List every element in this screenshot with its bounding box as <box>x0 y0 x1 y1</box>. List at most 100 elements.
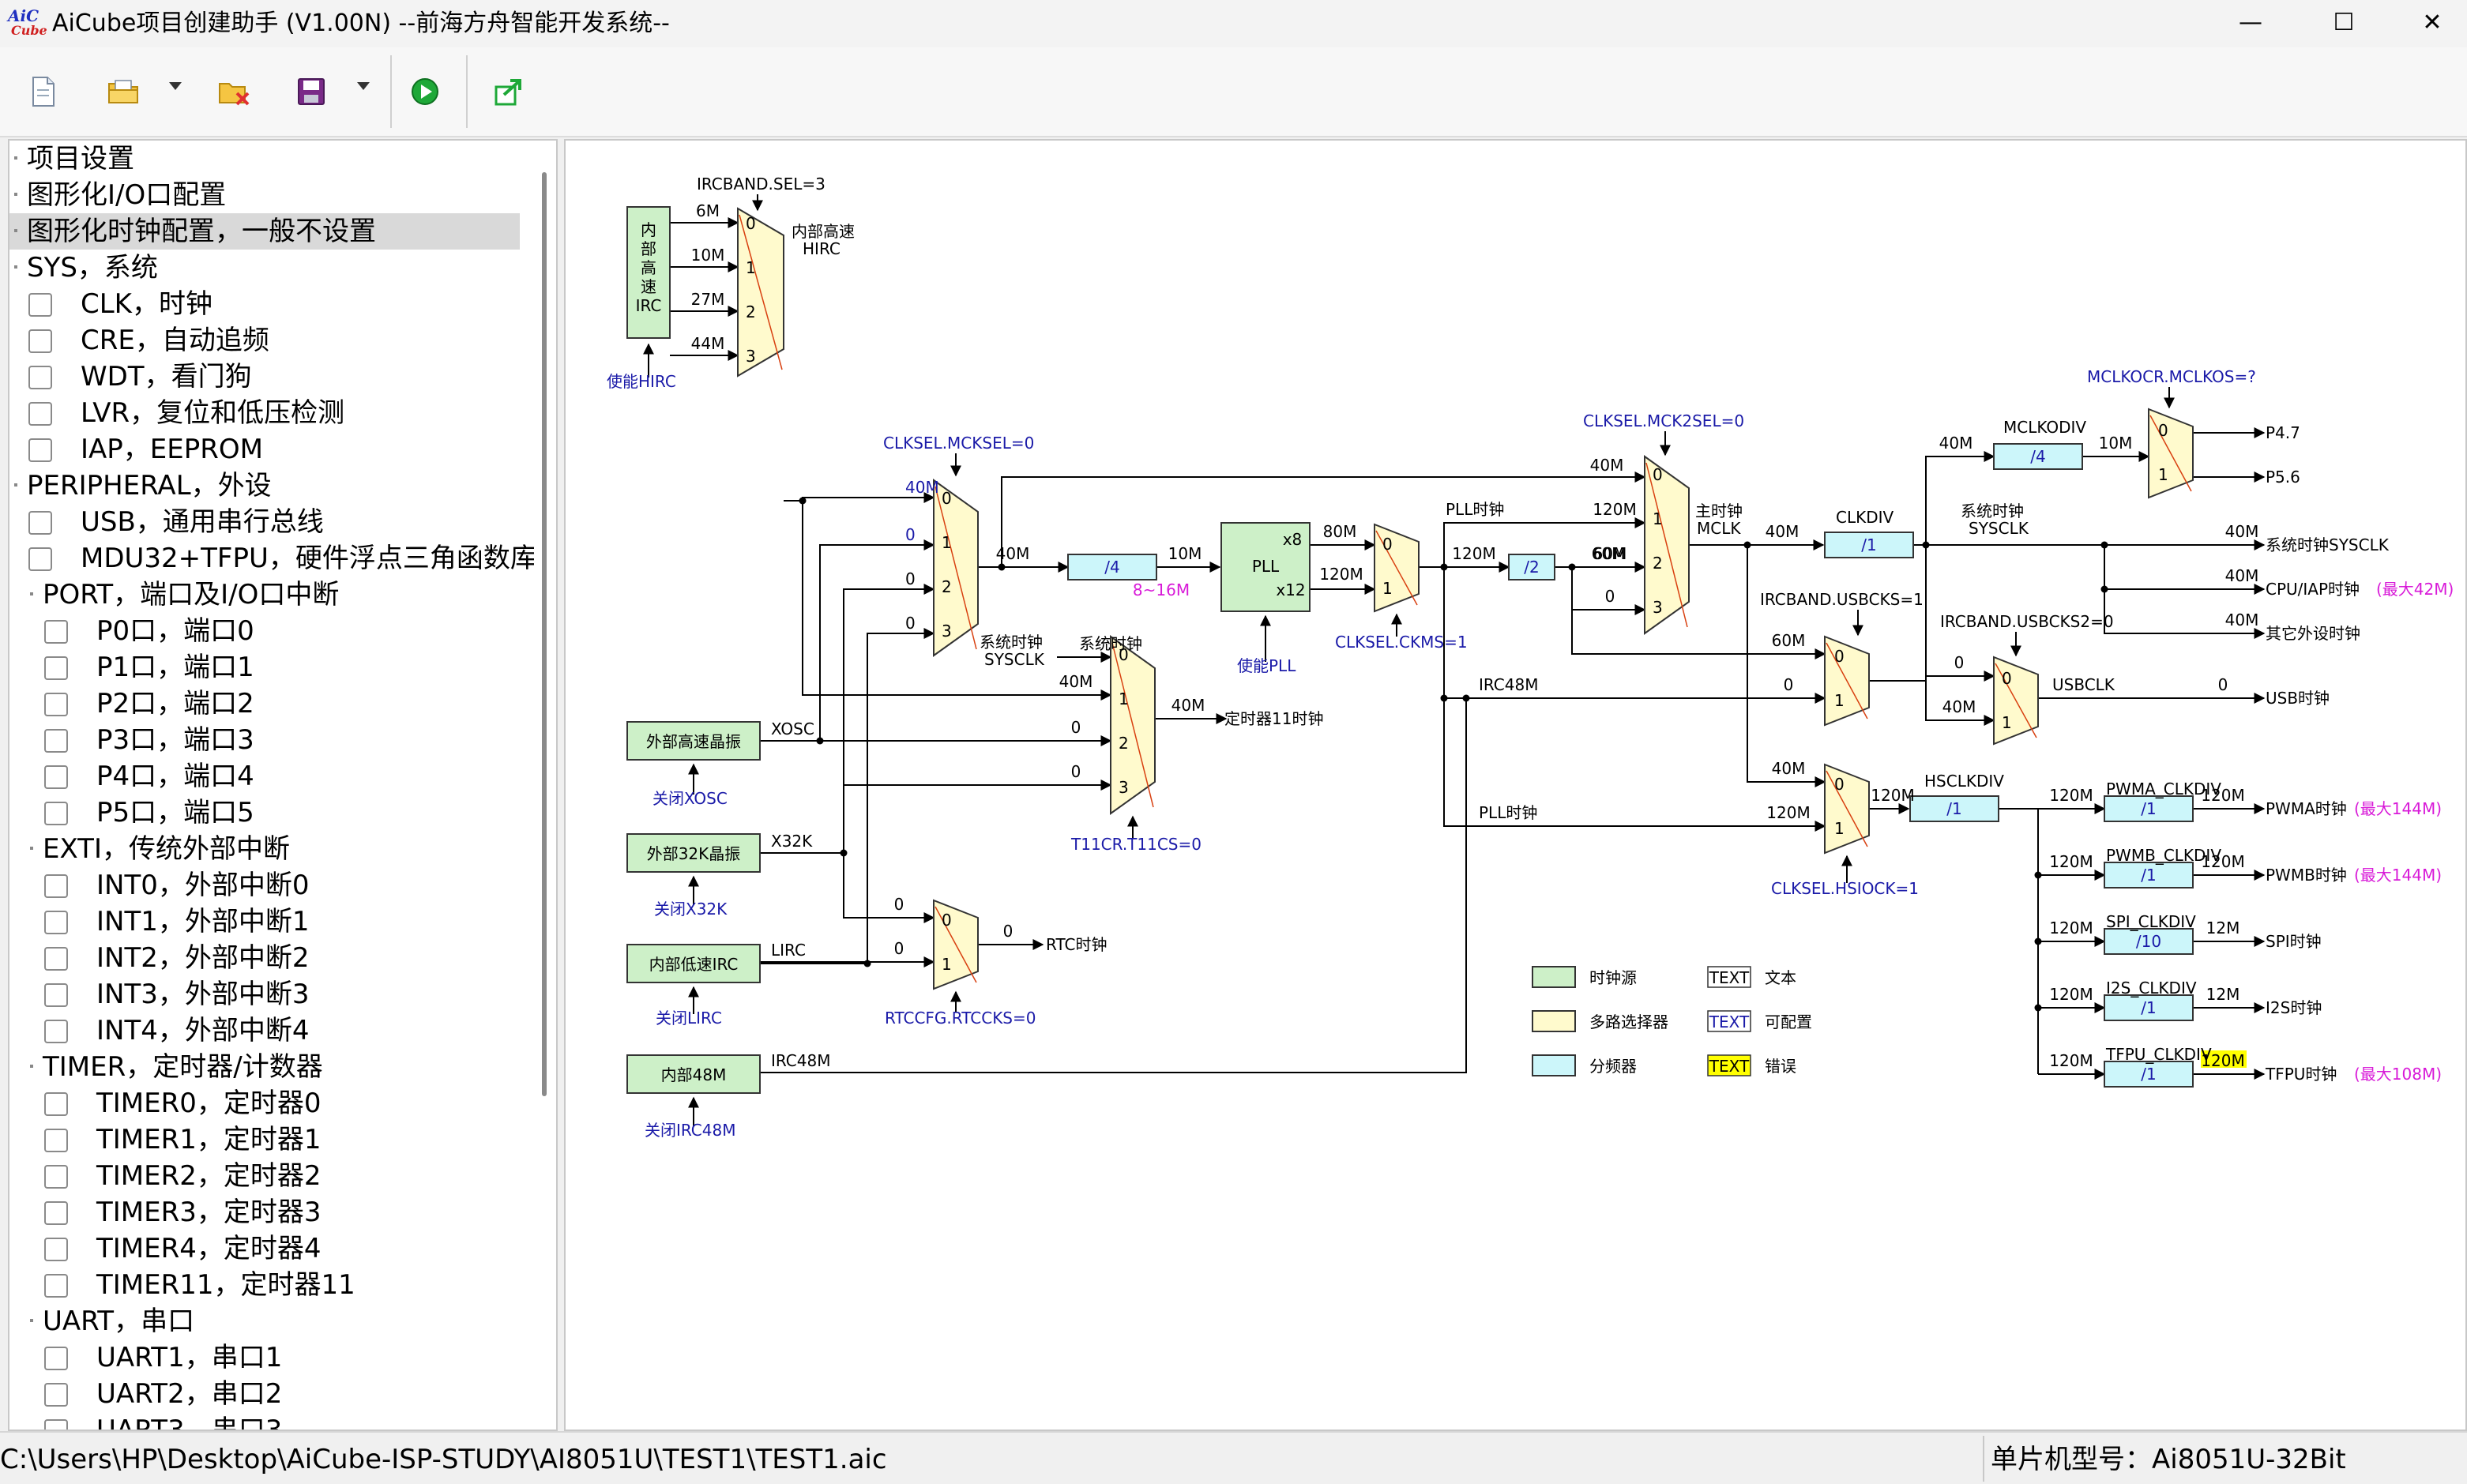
tree-item[interactable]: IAP，EEPROM <box>9 431 520 468</box>
tree-item-checkbox[interactable] <box>44 802 68 825</box>
t11-in-label: 40M <box>1059 672 1093 691</box>
open-folder-icon[interactable] <box>106 74 141 109</box>
tree-item[interactable]: TIMER，定时器/计数器 <box>9 1049 520 1085</box>
tree-item[interactable]: 项目设置 <box>9 141 520 177</box>
tree-item-checkbox[interactable] <box>28 293 52 317</box>
tree-item[interactable]: TIMER11，定时器11 <box>9 1267 520 1303</box>
tree-item-checkbox[interactable] <box>44 656 68 680</box>
peripheral-divider <box>2104 1061 2194 1088</box>
tree-item-checkbox[interactable] <box>28 402 52 426</box>
tree-item[interactable]: CRE，自动追频 <box>9 322 520 359</box>
tree-item-checkbox[interactable] <box>44 729 68 753</box>
tree-expander-icon[interactable] <box>14 193 17 196</box>
t11cs-label: T11CR.T11CS=0 <box>1070 835 1202 854</box>
tree-expander-icon[interactable] <box>30 847 33 850</box>
tree-item[interactable]: TIMER3，定时器3 <box>9 1194 520 1230</box>
open-dropdown-arrow[interactable] <box>169 82 182 90</box>
close-project-icon[interactable] <box>216 74 251 109</box>
legend-mux-label: 多路选择器 <box>1589 1013 1668 1031</box>
run-icon[interactable] <box>408 74 442 109</box>
tree-item[interactable]: UART2，串口2 <box>9 1376 520 1412</box>
tree-item-checkbox[interactable] <box>44 1020 68 1043</box>
tree-item-checkbox[interactable] <box>44 874 68 898</box>
tree-item[interactable]: PERIPHERAL，外设 <box>9 468 520 504</box>
legend-config-sample: TEXT <box>1709 1013 1750 1031</box>
tree-item[interactable]: P4口，端口4 <box>9 758 520 795</box>
tree-item[interactable]: SYS，系统 <box>9 250 520 286</box>
tree-item-checkbox[interactable] <box>44 1347 68 1370</box>
tree-expander-icon[interactable] <box>30 1065 33 1068</box>
tree-item-checkbox[interactable] <box>44 1129 68 1152</box>
tree-item[interactable]: TIMER2，定时器2 <box>9 1158 520 1194</box>
maximize-button[interactable]: ☐ <box>2333 8 2355 36</box>
hirc-source-label: 内 <box>641 220 656 239</box>
wire <box>1443 517 1646 567</box>
tree-item-checkbox[interactable] <box>44 765 68 789</box>
tree-item-checkbox[interactable] <box>44 1092 68 1116</box>
tree-item[interactable]: UART，串口 <box>9 1303 520 1339</box>
xosc-source <box>626 721 761 761</box>
tree-item[interactable]: PORT，端口及I/O口中断 <box>9 577 520 613</box>
tree-item[interactable]: LVR，复位和低压检测 <box>9 395 520 431</box>
tree-item-checkbox[interactable] <box>44 693 68 716</box>
tree-item-checkbox[interactable] <box>28 547 52 571</box>
tree-item[interactable]: UART1，串口1 <box>9 1339 520 1376</box>
tree-item[interactable]: P2口，端口2 <box>9 686 520 722</box>
tree-item[interactable]: CLK，时钟 <box>9 286 520 322</box>
tree-item[interactable]: 图形化I/O口配置 <box>9 177 520 213</box>
tree-item[interactable]: P0口，端口0 <box>9 613 520 649</box>
wire <box>760 539 935 742</box>
tree-scrollbar-thumb[interactable] <box>542 172 547 1096</box>
tree-item-checkbox[interactable] <box>44 1165 68 1189</box>
tree-item[interactable]: P5口，端口5 <box>9 795 520 831</box>
new-file-icon[interactable] <box>25 74 60 109</box>
tree-item-checkbox[interactable] <box>44 947 68 971</box>
tree-expander-icon[interactable] <box>14 483 17 487</box>
close-button[interactable]: ✕ <box>2422 8 2443 36</box>
wire <box>1925 545 1995 726</box>
tree-item-checkbox[interactable] <box>28 438 52 462</box>
divider-in-label: 120M <box>2049 1051 2093 1070</box>
tree-item-checkbox[interactable] <box>44 911 68 934</box>
t11-out-value: 40M <box>1171 696 1205 715</box>
tree-item[interactable]: INT4，外部中断4 <box>9 1013 520 1049</box>
tree-item[interactable]: INT2，外部中断2 <box>9 940 520 976</box>
tree-item[interactable]: P3口，端口3 <box>9 722 520 758</box>
tree-item[interactable]: 图形化时钟配置，一般不设置 <box>9 213 520 250</box>
minimize-button[interactable]: — <box>2239 8 2262 36</box>
tree-expander-icon[interactable] <box>14 265 17 269</box>
tree-item-checkbox[interactable] <box>28 366 52 389</box>
tree-item[interactable]: TIMER0，定时器0 <box>9 1085 520 1121</box>
tree-item[interactable]: INT1，外部中断1 <box>9 904 520 940</box>
tree-item-checkbox[interactable] <box>44 1383 68 1407</box>
tree-item-checkbox[interactable] <box>44 1419 68 1430</box>
tree-item-checkbox[interactable] <box>28 511 52 535</box>
tree-item-checkbox[interactable] <box>44 620 68 644</box>
tree-expander-icon[interactable] <box>14 229 17 232</box>
export-icon[interactable] <box>491 74 526 109</box>
tree-item-checkbox[interactable] <box>44 1238 68 1261</box>
usbcks2-label: IRCBAND.USBCKS2=0 <box>1940 612 2114 631</box>
tree-expander-icon[interactable] <box>14 156 17 160</box>
tree-scrollbar[interactable] <box>534 141 553 1430</box>
tree-item[interactable]: INT0，外部中断0 <box>9 867 520 904</box>
tree-item[interactable]: TIMER4，定时器4 <box>9 1230 520 1267</box>
tree-item[interactable]: INT3，外部中断3 <box>9 976 520 1013</box>
tree-item-checkbox[interactable] <box>44 1274 68 1298</box>
tree-expander-icon[interactable] <box>30 1319 33 1322</box>
divider-name-label: SPI_CLKDIV <box>2106 912 2196 931</box>
tree-item[interactable]: USB，通用串行总线 <box>9 504 520 540</box>
tree-item[interactable]: MDU32+TFPU，硬件浮点三角函数库 <box>9 540 537 577</box>
tree-item-checkbox[interactable] <box>44 1201 68 1225</box>
tree-item[interactable]: P1口，端口1 <box>9 649 520 686</box>
tree-item[interactable]: EXTI，传统外部中断 <box>9 831 520 867</box>
legend-config-swatch <box>1707 1010 1751 1032</box>
save-dropdown-arrow[interactable] <box>357 82 370 90</box>
tree-item-checkbox[interactable] <box>44 983 68 1007</box>
tree-item[interactable]: TIMER1，定时器1 <box>9 1121 520 1158</box>
tree-item-checkbox[interactable] <box>28 329 52 353</box>
tree-expander-icon[interactable] <box>30 592 33 595</box>
tree-item[interactable]: UART3，串口3 <box>9 1412 520 1430</box>
tree-item[interactable]: WDT，看门狗 <box>9 359 520 395</box>
save-icon[interactable] <box>294 74 329 109</box>
